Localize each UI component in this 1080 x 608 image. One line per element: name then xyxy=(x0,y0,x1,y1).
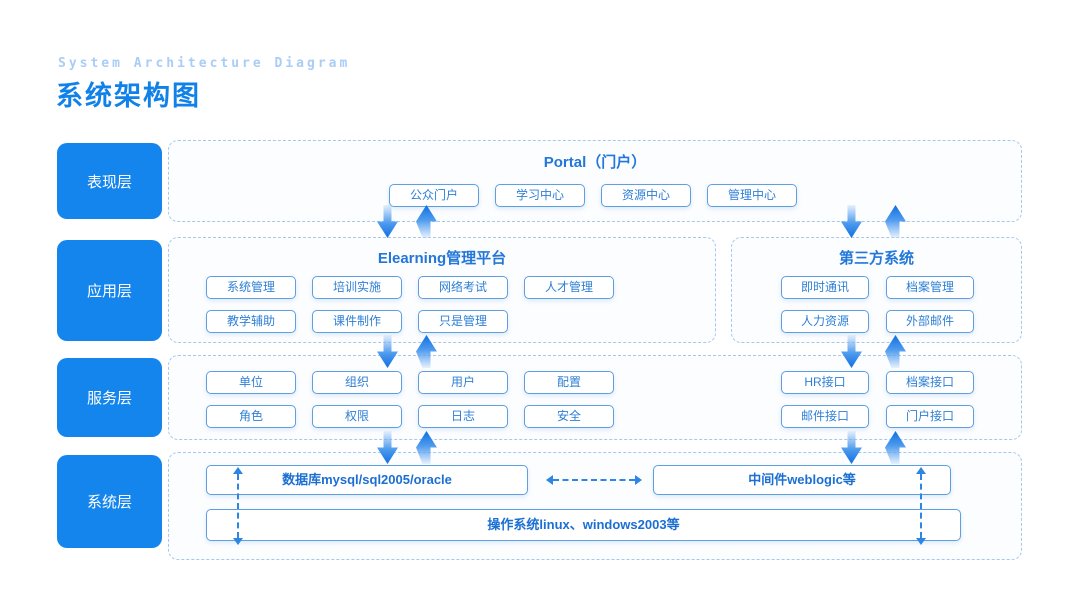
v-bidirectional-arrow-icon xyxy=(916,467,926,545)
interface-node: 门户接口 xyxy=(886,405,974,428)
third-party-container: 第三方系统 即时通讯 档案管理 人力资源 外部邮件 xyxy=(731,237,1022,343)
service-node: 用户 xyxy=(418,371,508,394)
layer-label-presentation: 表现层 xyxy=(57,143,162,219)
middleware-node: 中间件weblogic等 xyxy=(653,465,951,495)
third-party-node: 人力资源 xyxy=(781,310,869,333)
third-party-node: 外部邮件 xyxy=(886,310,974,333)
interface-node: 邮件接口 xyxy=(781,405,869,428)
elearning-node: 系统管理 xyxy=(206,276,296,299)
h-bidirectional-arrow-icon xyxy=(546,474,642,486)
elearning-node: 网络考试 xyxy=(418,276,508,299)
interface-node-row: 邮件接口 门户接口 xyxy=(781,405,974,428)
third-party-node: 档案管理 xyxy=(886,276,974,299)
service-node: 配置 xyxy=(524,371,614,394)
third-party-title: 第三方系统 xyxy=(838,250,914,267)
service-node: 权限 xyxy=(312,405,402,428)
portal-node: 管理中心 xyxy=(707,184,797,207)
third-party-node: 即时通讯 xyxy=(781,276,869,299)
third-party-node-row: 人力资源 外部邮件 xyxy=(781,310,974,333)
elearning-node-row: 教学辅助 课件制作 只是管理 xyxy=(206,310,508,333)
service-node: 单位 xyxy=(206,371,296,394)
layer-label-service: 服务层 xyxy=(57,358,162,437)
third-party-node-row: 即时通讯 档案管理 xyxy=(781,276,974,299)
page-subtitle: System Architecture Diagram xyxy=(58,56,351,71)
elearning-node: 课件制作 xyxy=(312,310,402,333)
layer-label-system: 系统层 xyxy=(57,455,162,548)
elearning-node: 教学辅助 xyxy=(206,310,296,333)
portal-node: 学习中心 xyxy=(495,184,585,207)
service-node: 安全 xyxy=(524,405,614,428)
portal-node: 公众门户 xyxy=(389,184,479,207)
elearning-node: 培训实施 xyxy=(312,276,402,299)
service-node-row: 角色 权限 日志 安全 xyxy=(206,405,614,428)
elearning-platform-container: Elearning管理平台 系统管理 培训实施 网络考试 人才管理 教学辅助 课… xyxy=(168,237,716,343)
service-node-row: 单位 组织 用户 配置 xyxy=(206,371,614,394)
portal-node: 资源中心 xyxy=(601,184,691,207)
elearning-node-row: 系统管理 培训实施 网络考试 人才管理 xyxy=(206,276,614,299)
interface-node-row: HR接口 档案接口 xyxy=(781,371,974,394)
service-node: 组织 xyxy=(312,371,402,394)
elearning-node: 只是管理 xyxy=(418,310,508,333)
service-node: 角色 xyxy=(206,405,296,428)
presentation-layer-container: Portal（门户） 公众门户 学习中心 资源中心 管理中心 xyxy=(168,140,1022,222)
database-node: 数据库mysql/sql2005/oracle xyxy=(206,465,528,495)
service-node: 日志 xyxy=(418,405,508,428)
page-title: 系统架构图 xyxy=(56,81,201,111)
elearning-title: Elearning管理平台 xyxy=(377,250,507,267)
v-bidirectional-arrow-icon xyxy=(233,467,243,545)
portal-title: Portal（门户） xyxy=(543,154,647,171)
portal-node-row: 公众门户 学习中心 资源中心 管理中心 xyxy=(389,184,797,207)
interface-node: 档案接口 xyxy=(886,371,974,394)
service-layer-container: 单位 组织 用户 配置 角色 权限 日志 安全 HR接口 档案接口 邮件接口 门… xyxy=(168,355,1022,440)
elearning-node: 人才管理 xyxy=(524,276,614,299)
interface-node: HR接口 xyxy=(781,371,869,394)
os-node: 操作系统linux、windows2003等 xyxy=(206,509,961,541)
system-layer-container: 数据库mysql/sql2005/oracle 中间件weblogic等 操作系… xyxy=(168,452,1022,560)
layer-label-application: 应用层 xyxy=(57,240,162,341)
